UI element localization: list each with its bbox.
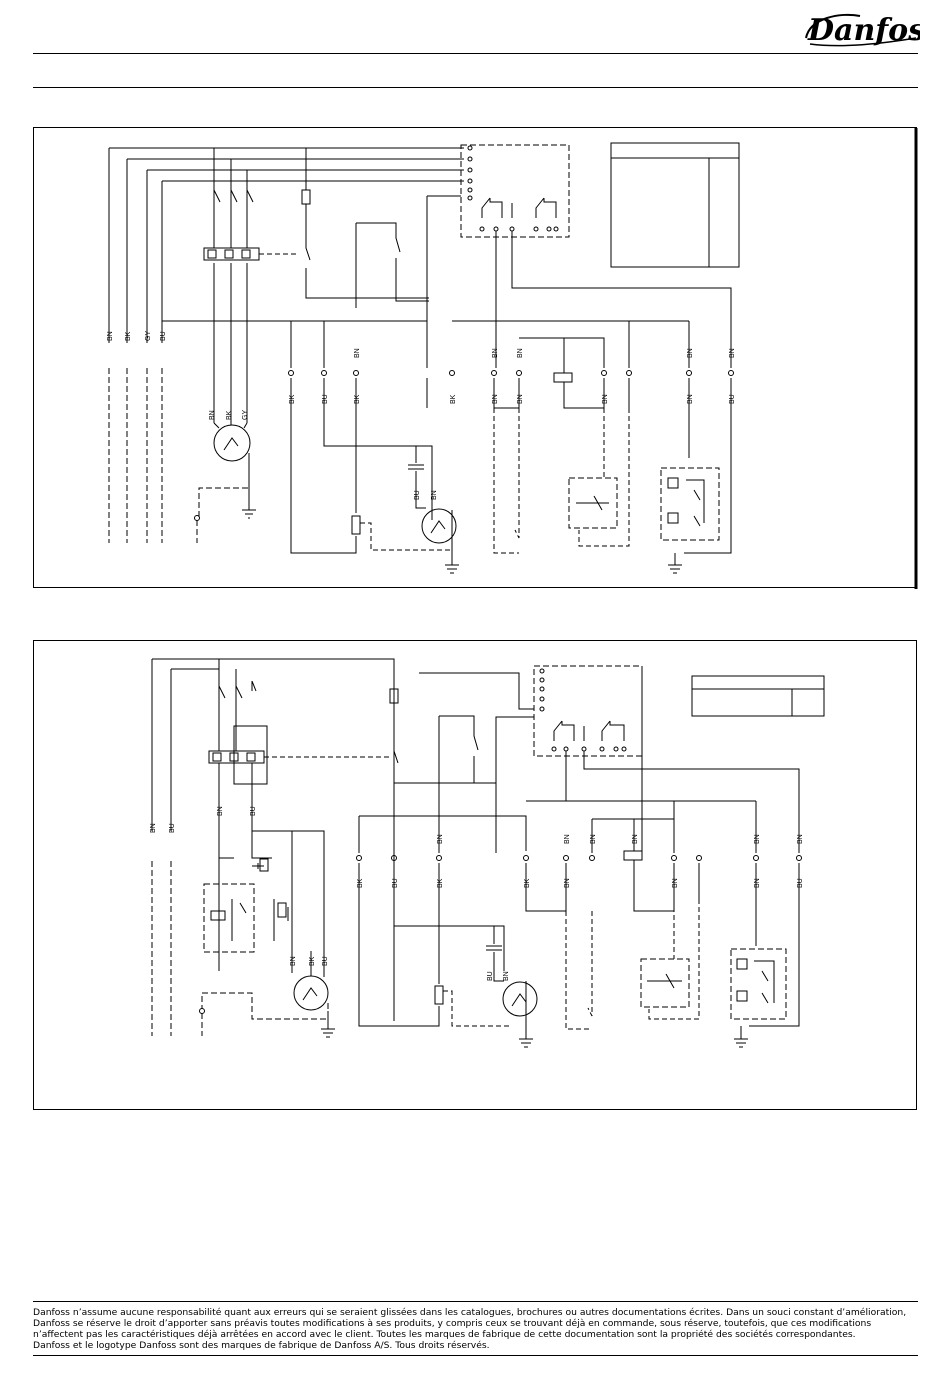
wiring-diagram-2-svg: BN BU BN BU BN BK BU BK BU BK BN BN BN B… — [150, 658, 825, 1048]
d1-motor-wire-label: BK — [226, 410, 233, 420]
d1-wire-label: BU — [160, 331, 167, 341]
d2-wire-label: BK — [437, 878, 444, 888]
d2-wire-label: BU — [797, 878, 804, 888]
footer-rule-bottom — [33, 1355, 918, 1356]
d2-wire-label: BN — [672, 878, 679, 888]
d2-wire-label: BN — [150, 823, 157, 833]
d1-wire-label: BN — [492, 394, 499, 404]
d2-motor-wire-label: BU — [322, 956, 329, 966]
d1-fan-wire-label: BN — [431, 490, 438, 500]
danfoss-logo: Danfoss — [805, 13, 920, 48]
d1-wire-label: BN — [517, 348, 524, 358]
d2-wire-label: BN — [564, 878, 571, 888]
danfoss-logo-text: Danfoss — [807, 13, 920, 48]
d2-wire-label: BN — [632, 834, 639, 844]
d1-wire-label: BN — [602, 394, 609, 404]
trademark-text: Danfoss et le logotype Danfoss sont des … — [33, 1340, 490, 1351]
disclaimer-footer: Danfoss n’assume aucune responsabilité q… — [33, 1307, 918, 1351]
d1-wire-label: BK — [450, 394, 457, 404]
d2-motor-wire-label: BU — [250, 806, 257, 816]
d2-motor-wire-label: BK — [309, 956, 316, 966]
d1-wire-label: BN — [517, 394, 524, 404]
d2-wire-label: BU — [169, 823, 176, 833]
d2-fan-wire-label: BN — [503, 971, 510, 981]
d2-wire-label: BN — [797, 834, 804, 844]
d1-wire-label: BN — [107, 331, 114, 341]
footer-rule-top — [33, 1301, 918, 1302]
d1-wire-label: BN — [492, 348, 499, 358]
d2-wire-label: BK — [357, 878, 364, 888]
d1-wire-label: BN — [687, 348, 694, 358]
header-rule-top — [33, 53, 918, 54]
d1-wire-label: BN — [354, 348, 361, 358]
d2-motor-wire-label: BN — [290, 956, 297, 966]
d2-motor-wire-label: BN — [217, 806, 224, 816]
wiring-diagram-2: BN BU BN BU BN BK BU BK BU BK BN BN BN B… — [33, 640, 917, 1110]
d1-motor-wire-label: BN — [209, 410, 216, 420]
disclaimer-text: Danfoss n’assume aucune responsabilité q… — [33, 1307, 907, 1340]
d1-wire-label: BU — [729, 394, 736, 404]
d1-motor-wire-label: GY — [242, 410, 249, 420]
d1-wire-label: BK — [289, 394, 296, 404]
d1-wire-label: BK — [354, 394, 361, 404]
d2-wire-label: BN — [590, 834, 597, 844]
d2-wire-label: BN — [754, 878, 761, 888]
wiring-diagram-1-svg: BN BK GY BU BN BK GY BN BK BU BK BN BN B… — [107, 128, 918, 589]
d2-wire-label: BN — [564, 834, 571, 844]
header-rule-bottom — [33, 87, 918, 88]
d1-wire-label: BN — [687, 394, 694, 404]
d1-fan-wire-label: BU — [414, 490, 421, 500]
d1-wire-label: BK — [125, 331, 132, 341]
wiring-diagram-1: BN BK GY BU BN BK GY BN BK BU BK BN BN B… — [33, 127, 918, 589]
d2-wire-label: BN — [754, 834, 761, 844]
d2-wire-label: BU — [392, 878, 399, 888]
d2-wire-label: BK — [524, 878, 531, 888]
d2-fan-wire-label: BU — [487, 971, 494, 981]
d2-wire-label: BN — [437, 834, 444, 844]
d1-wire-label: GY — [145, 331, 152, 341]
d1-wire-label: BN — [729, 348, 736, 358]
d1-wire-label: BU — [322, 394, 329, 404]
